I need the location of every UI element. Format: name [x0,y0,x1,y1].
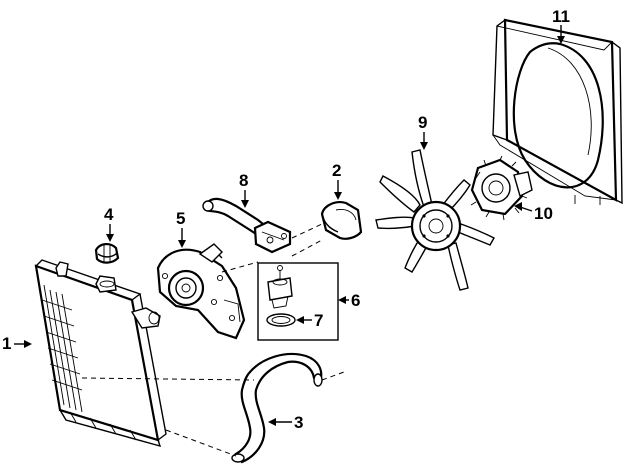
callout-label-11: 11 [552,7,570,26]
callout-7: 7 [296,311,323,330]
callout-6: 6 [338,291,360,310]
callout-label-3: 3 [294,413,303,432]
radiator-core-grid [41,284,83,413]
fan-shroud [492,18,623,205]
alignment-lines [81,371,345,457]
alignment-line-hose-to-outlet [291,223,323,239]
callout-1: 1 [2,334,32,353]
thermostat [267,265,293,309]
thermostat-housing-outlet [320,201,363,240]
callout-label-2: 2 [332,161,341,180]
water-pump [156,243,246,340]
callout-11: 11 [552,7,570,44]
thermostat-gasket [266,313,296,327]
callout-label-7: 7 [314,311,323,330]
callout-2: 2 [332,161,342,200]
radiator-cap [94,243,120,264]
radiator [34,259,167,448]
callout-label-5: 5 [176,209,185,228]
callout-label-1: 1 [2,334,11,353]
fan-clutch [470,155,533,221]
cooling-fan-blade [375,149,495,291]
callout-9: 9 [418,113,428,150]
thermostat-kit-box [257,262,339,341]
lower-radiator-hose [231,352,323,464]
callout-8: 8 [239,171,249,208]
callout-3: 3 [268,413,303,432]
callout-10: 10 [514,202,553,223]
callout-label-8: 8 [239,171,248,190]
callout-label-9: 9 [418,113,427,132]
callout-5: 5 [176,209,186,248]
callout-label-4: 4 [104,205,114,224]
alignment-line-pump-to-fan [221,261,259,273]
callout-4: 4 [104,205,114,242]
alignment-line-pump-to-housing [291,239,323,257]
callout-label-6: 6 [351,291,360,310]
callout-label-10: 10 [534,204,553,223]
bypass-hose [202,197,292,254]
